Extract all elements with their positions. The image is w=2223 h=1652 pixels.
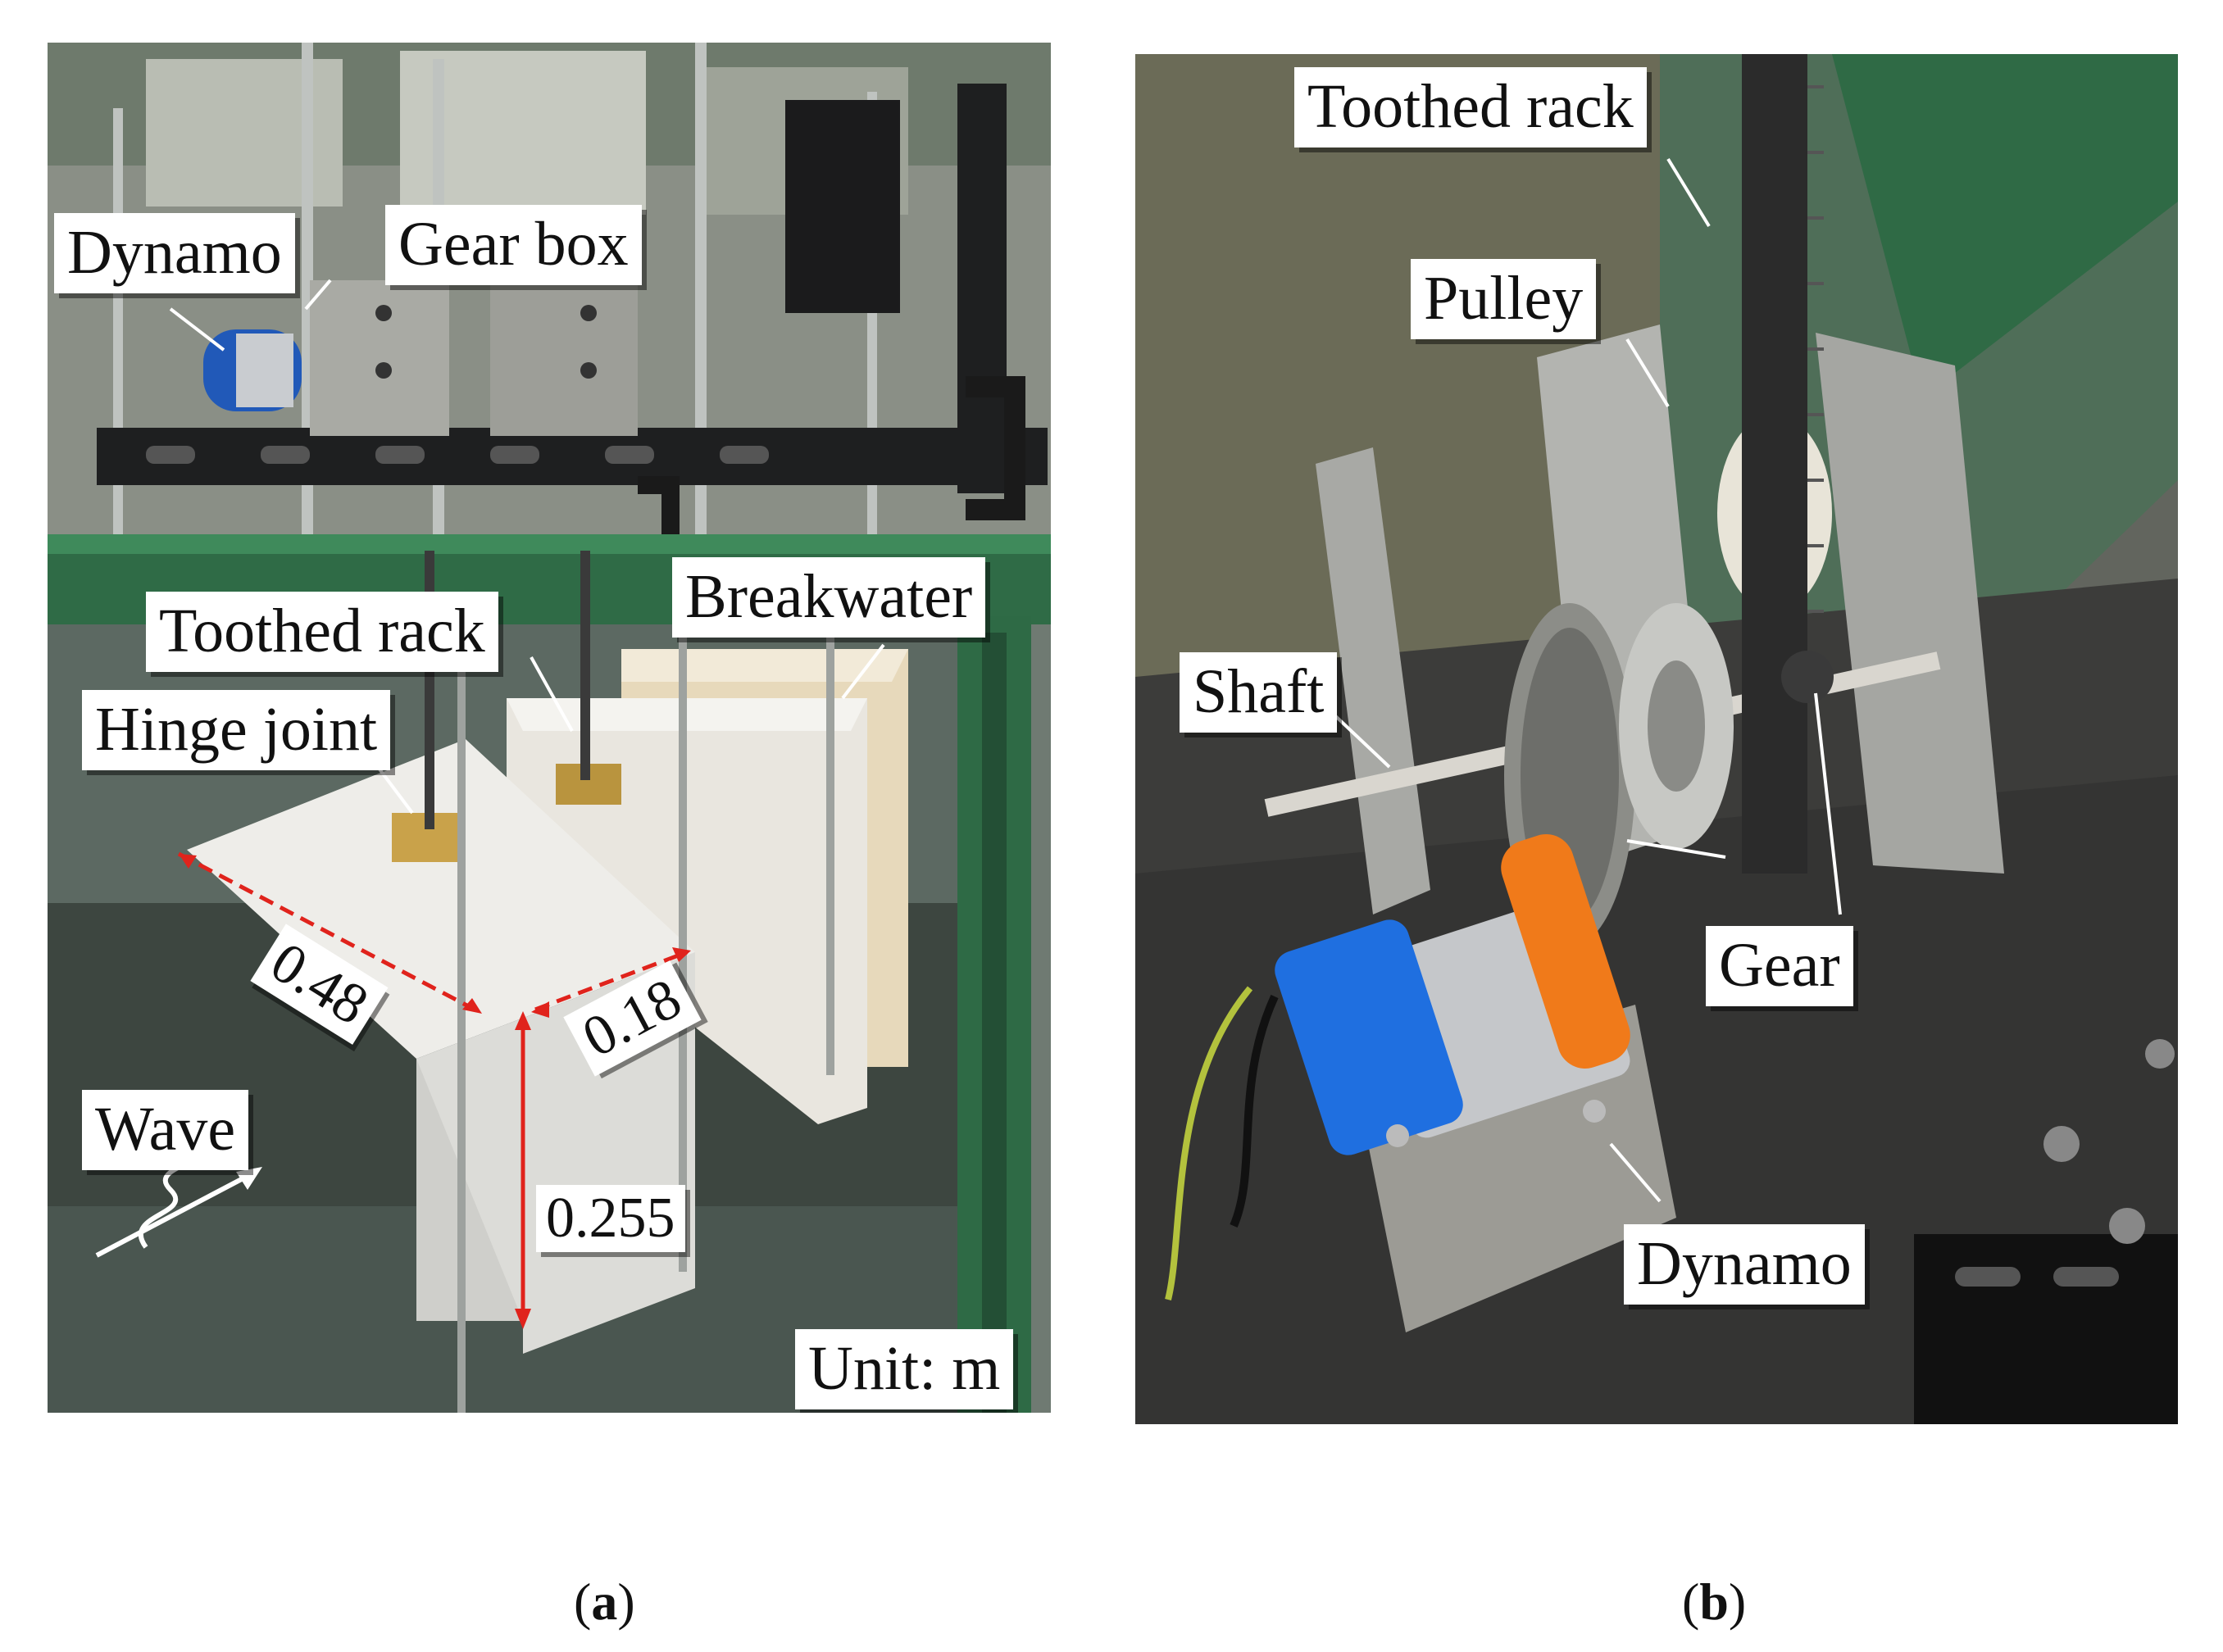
label-gear: Gear bbox=[1706, 926, 1853, 1006]
caption-a-close: ) bbox=[617, 1573, 635, 1631]
label-dynamo: Dynamo bbox=[54, 213, 295, 293]
label-toothed-rack: Toothed rack bbox=[146, 592, 498, 672]
caption-b-letter: b bbox=[1699, 1573, 1729, 1631]
power-take-off-illustration bbox=[1135, 54, 2178, 1424]
label-wave: Wave bbox=[82, 1090, 249, 1170]
label-shaft: Shaft bbox=[1180, 652, 1338, 733]
photo-breakwater-model: Dynamo Gear box Toothed rack Breakwater … bbox=[48, 43, 1051, 1413]
breakwater-scene-illustration bbox=[48, 43, 1051, 1413]
label-breakwater: Breakwater bbox=[672, 557, 986, 638]
label-gear-box: Gear box bbox=[385, 205, 642, 285]
label-unit: Unit: m bbox=[795, 1329, 1014, 1409]
label-dynamo: Dynamo bbox=[1624, 1224, 1865, 1305]
photo-power-take-off: Toothed rack Pulley Shaft Gear Dynamo bbox=[1135, 54, 2178, 1424]
caption-b-close: ) bbox=[1728, 1573, 1747, 1631]
caption-b-open: ( bbox=[1682, 1573, 1700, 1631]
caption-a-letter: a bbox=[591, 1573, 618, 1631]
caption-a-open: ( bbox=[574, 1573, 592, 1631]
label-pulley: Pulley bbox=[1411, 259, 1597, 339]
caption-b: (b) bbox=[1682, 1572, 1746, 1632]
label-hinge-joint: Hinge joint bbox=[82, 690, 391, 770]
dimension-height-label: 0.255 bbox=[536, 1185, 685, 1252]
caption-a: (a) bbox=[574, 1572, 635, 1632]
label-toothed-rack: Toothed rack bbox=[1294, 67, 1647, 148]
